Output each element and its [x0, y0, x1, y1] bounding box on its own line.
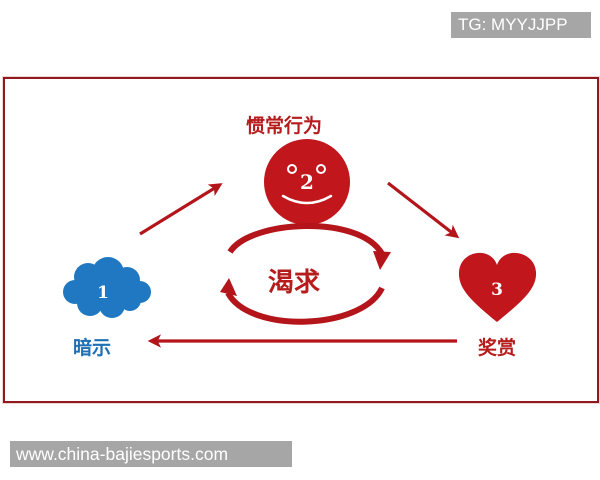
node-3-number: 3 [491, 280, 503, 300]
node-cue-cloud-icon: 1 [63, 257, 151, 318]
watermark-top: TG: MYYJJPP [451, 12, 591, 38]
node-routine-face-icon: 2 [264, 139, 350, 225]
arrow-cue-to-routine [139, 183, 223, 236]
label-cue: 暗示 [73, 337, 112, 359]
diagram-frame [3, 77, 599, 403]
label-craving: 渴求 [268, 268, 321, 298]
watermark-bottom: www.china-bajiesports.com [10, 441, 292, 467]
label-reward: 奖赏 [478, 337, 517, 359]
node-1-number: 1 [97, 283, 109, 303]
arrow-routine-to-reward [387, 181, 460, 239]
cycle-arrows-icon [220, 223, 391, 325]
node-reward-heart-icon: 3 [458, 252, 537, 322]
node-2-number: 2 [300, 170, 314, 194]
label-routine: 惯常行为 [246, 115, 323, 137]
